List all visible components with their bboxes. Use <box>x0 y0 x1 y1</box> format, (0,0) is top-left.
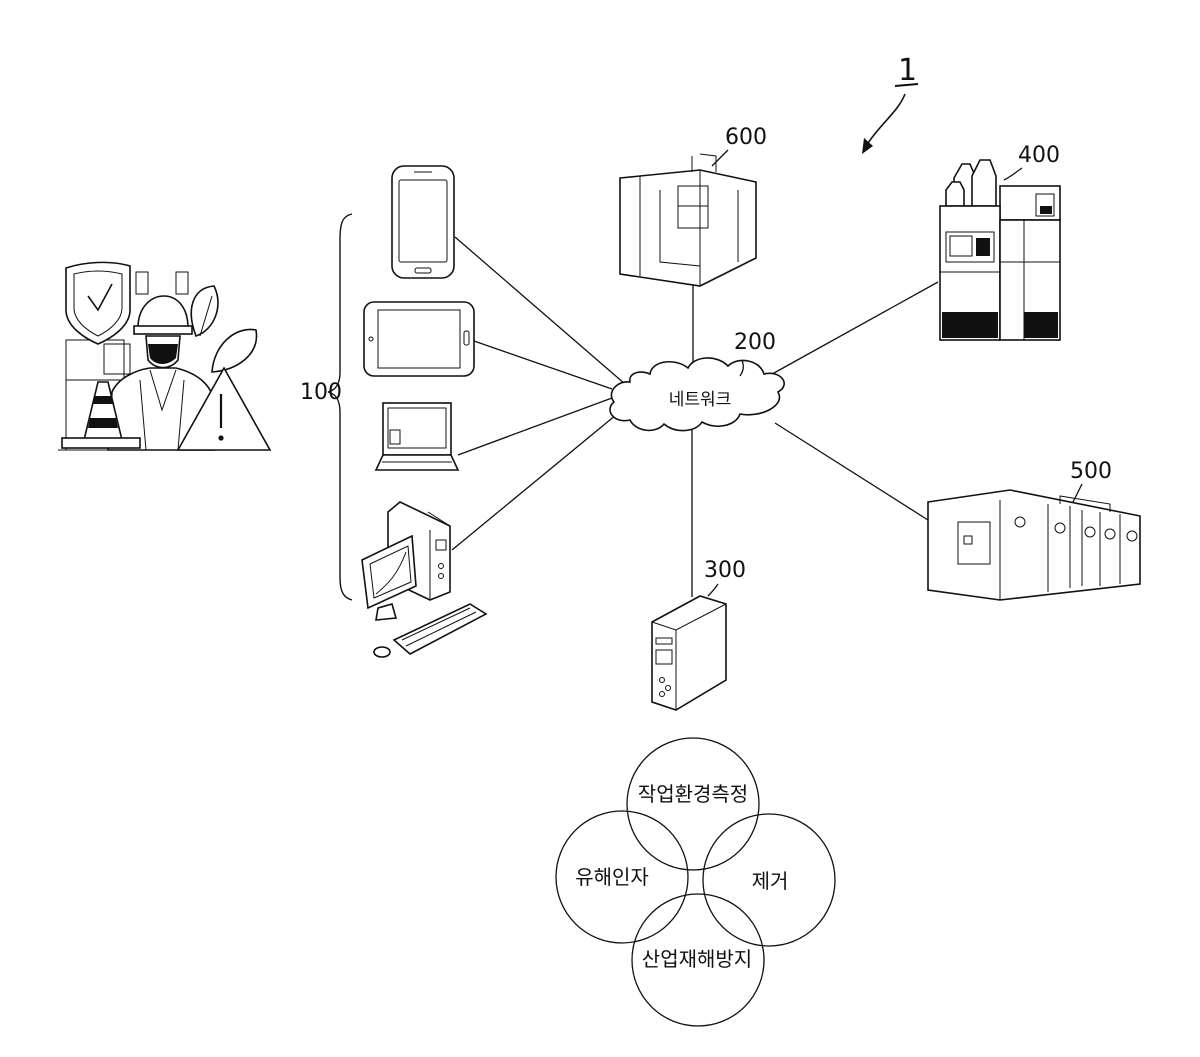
figure-reference: 1 <box>862 53 918 154</box>
arrow-head-icon <box>862 138 873 154</box>
smartphone-icon <box>392 166 454 278</box>
venn-label-right: 제거 <box>752 869 789 893</box>
link-laptop <box>458 398 612 455</box>
instrument-400: 400 <box>940 143 1060 340</box>
desktop-computer-icon <box>362 502 486 657</box>
laptop-icon <box>376 403 458 470</box>
network-ref: 200 <box>734 330 776 355</box>
network-cloud: 네트워크 200 <box>610 330 784 431</box>
network-label: 네트워크 <box>669 390 732 410</box>
link-phone <box>455 237 625 384</box>
venn-diagram: 작업환경측정 유해인자 제거 산업재해방지 <box>556 738 835 1026</box>
instrument-400-ref: 400 <box>1018 143 1060 168</box>
shield-icon <box>66 262 130 344</box>
unit-500-ref: 500 <box>1070 459 1112 484</box>
server-300: 300 <box>652 558 746 710</box>
unit-500: 500 <box>928 459 1140 600</box>
mouse-icon <box>374 647 390 657</box>
link-500 <box>775 423 928 520</box>
leaf-icon <box>191 286 218 336</box>
server-ref: 300 <box>704 558 746 583</box>
machine-600: 600 <box>620 125 767 286</box>
machine-600-ref: 600 <box>725 125 767 150</box>
worker-safety-illustration <box>58 262 270 450</box>
helmet-icon <box>138 296 188 328</box>
figure-label: 1 <box>898 53 917 88</box>
link-desktop <box>452 410 622 550</box>
link-400 <box>765 282 938 378</box>
user-devices-ref: 100 <box>300 380 342 405</box>
tablet-icon <box>364 302 474 376</box>
venn-label-top: 작업환경측정 <box>638 782 748 806</box>
venn-label-left: 유해인자 <box>575 865 649 889</box>
link-tablet <box>474 341 612 389</box>
venn-label-bottom: 산업재해방지 <box>642 947 752 971</box>
